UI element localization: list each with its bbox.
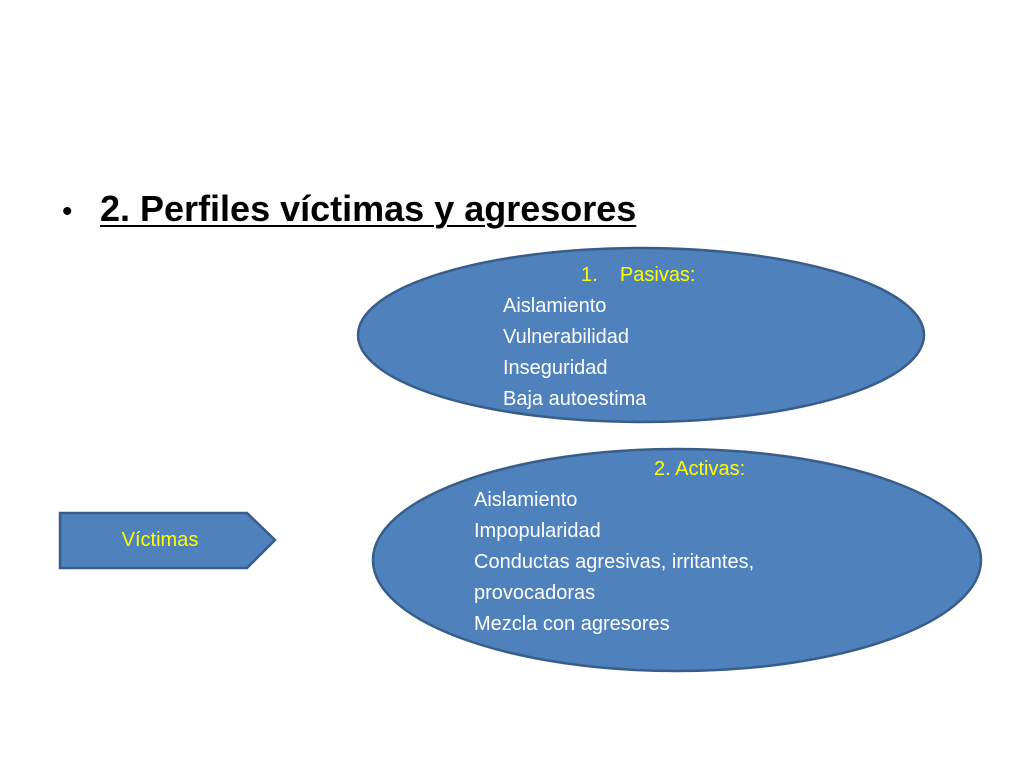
bullet-icon: • xyxy=(62,195,73,228)
activas-content: 2. Activas: Aislamiento Impopularidad Co… xyxy=(474,454,834,640)
pasivas-oval xyxy=(356,246,926,424)
pasivas-heading: 1. Pasivas: xyxy=(581,264,696,286)
pasivas-item: Vulnerabilidad xyxy=(503,326,630,348)
activas-item: Impopularidad xyxy=(474,520,601,542)
activas-item: Conductas agresivas, irritantes, xyxy=(474,551,755,573)
activas-item: Aislamiento xyxy=(474,489,578,511)
pasivas-item: Baja autoestima xyxy=(503,388,647,410)
pasivas-item: Inseguridad xyxy=(503,357,608,379)
victimas-label: Víctimas xyxy=(121,529,199,551)
activas-oval xyxy=(371,447,983,673)
activas-heading: 2. Activas: xyxy=(654,458,746,480)
activas-item: Mezcla con agresores xyxy=(474,613,670,635)
victimas-arrow-shape xyxy=(58,511,277,570)
activas-item: provocadoras xyxy=(474,582,596,604)
title-bullet-row: • 2. Perfiles víctimas y agresores xyxy=(62,188,636,230)
slide-title: 2. Perfiles víctimas y agresores xyxy=(100,188,637,229)
pasivas-item: Aislamiento xyxy=(503,295,607,317)
pasivas-content: 1. Pasivas: Aislamiento Vulnerabilidad I… xyxy=(503,260,803,415)
